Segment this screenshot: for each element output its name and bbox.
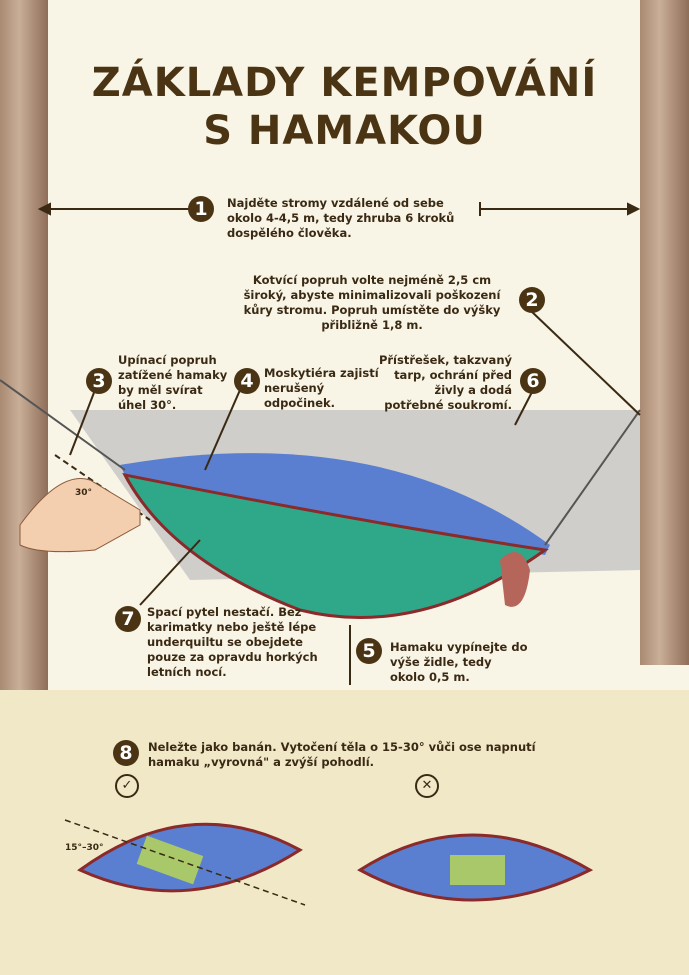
page-title-line1: ZÁKLADY KEMPOVÁNÍ: [91, 60, 598, 106]
step-6-text: Přístřešek, takzvaný tarp, ochrání před …: [378, 353, 512, 412]
check-icon: ✓: [115, 774, 139, 798]
step-7-text: Spací pytel nestačí. Bez karimatky nebo …: [147, 605, 318, 679]
cross-icon: ✕: [415, 774, 439, 798]
step-4-text: Moskytiéra zajistí nerušený odpočinek.: [264, 366, 379, 410]
page-title-line2: S HAMAKOU: [203, 108, 486, 154]
mosquito-net: [120, 453, 550, 555]
hammock: [122, 472, 549, 619]
step-1-badge: 1: [188, 196, 214, 222]
left-tree: [0, 0, 48, 690]
right-strap: [544, 409, 641, 546]
step-4-badge: 4: [234, 368, 260, 394]
lower-section-background: [0, 690, 689, 975]
angle-label: 30°: [75, 488, 93, 498]
step-1-text: Najděte stromy vzdálené od sebe okolo 4-…: [227, 196, 455, 240]
step-3-badge: 3: [86, 368, 112, 394]
step-8-badge: 8: [113, 740, 139, 766]
hand: [19, 478, 141, 553]
step-2-text: Kotvící popruh volte nejméně 2,5 cm širo…: [243, 273, 501, 332]
step-3-text: Upínací popruh zatížené hamaky by měl sv…: [118, 353, 228, 412]
right-tree: [640, 0, 689, 665]
lying-angle-label: 15°–30°: [65, 843, 104, 853]
step-5-badge: 5: [356, 638, 382, 664]
step-6-badge: 6: [520, 368, 546, 394]
step-5-text: Hamaku vypínejte do výše židle, tedy oko…: [390, 640, 528, 684]
left-strap: [0, 379, 126, 471]
step-2-badge: 2: [519, 287, 545, 313]
step-7-badge: 7: [115, 606, 141, 632]
step-8-text: Neležte jako banán. Vytočení těla o 15-3…: [148, 740, 536, 769]
stuff-sack: [500, 552, 530, 607]
